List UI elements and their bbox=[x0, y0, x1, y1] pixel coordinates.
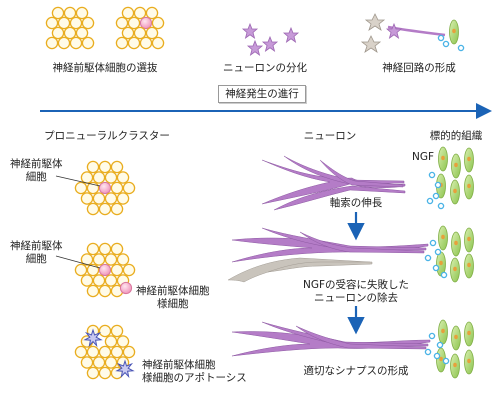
label-ngf: NGF bbox=[412, 151, 435, 163]
precursor-like-cell bbox=[119, 281, 133, 295]
label-neuron-removal: NGFの受容に失敗した ニューロンの除去 bbox=[302, 279, 410, 304]
top-cluster-1 bbox=[45, 6, 95, 50]
header-proneural-cluster: プロニューラルクラスター bbox=[44, 130, 170, 142]
neuron-stage-2 bbox=[227, 227, 429, 283]
top-circuit bbox=[360, 13, 465, 53]
pointer-precursor-1 bbox=[55, 175, 101, 187]
label-apoptosis: 神経前駆体細胞 様細胞のアポトーシス bbox=[142, 359, 247, 384]
pointer-precursor-2 bbox=[55, 255, 101, 269]
top-cluster-2 bbox=[115, 6, 165, 50]
header-target-tissue: 標的的組織 bbox=[429, 130, 483, 142]
header-neuron: ニューロン bbox=[303, 130, 357, 142]
timeline-label: 神経発生の進行 bbox=[218, 85, 306, 103]
neuron-stage-3 bbox=[231, 321, 431, 357]
label-precursor-like: 神経前駆体細胞 様細胞 bbox=[136, 285, 210, 310]
cluster-stage-1 bbox=[74, 160, 136, 216]
step3-label: 神経回路の形成 bbox=[382, 62, 456, 74]
label-precursor-2: 神経前駆体 細胞 bbox=[10, 240, 63, 265]
step2-label: ニューロンの分化 bbox=[223, 62, 307, 74]
neuron-stage-1 bbox=[261, 155, 406, 211]
top-neuron-stars bbox=[242, 23, 299, 56]
label-precursor-1: 神経前駆体 細胞 bbox=[10, 158, 63, 183]
label-synapse-formation: 適切なシナプスの形成 bbox=[303, 365, 409, 377]
step1-label: 神経前駆体細胞の選抜 bbox=[52, 62, 158, 74]
label-axon-extension: 軸索の伸長 bbox=[329, 197, 383, 209]
